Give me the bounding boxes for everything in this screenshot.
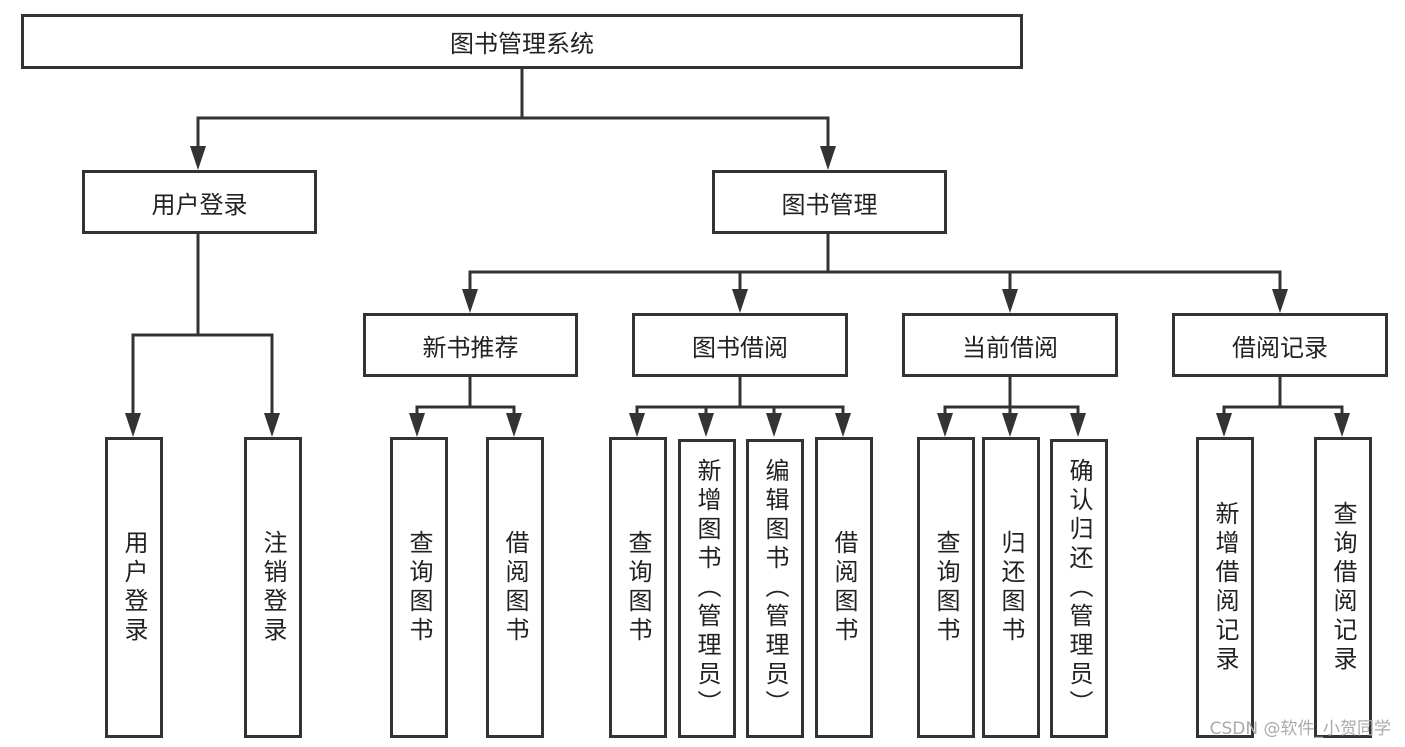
leaf-label: 借阅图书: [501, 529, 529, 646]
leaf-node: 借阅图书: [815, 437, 873, 738]
leaf-label: 查询图书: [932, 529, 960, 646]
node-new-book-recommend: 新书推荐: [363, 313, 578, 377]
leaf-node: 查询图书: [609, 437, 667, 738]
leaf-node: 归还图书: [982, 437, 1040, 738]
arrowhead-icon: [732, 289, 748, 313]
arrowhead-icon: [190, 146, 206, 170]
node-borrow-records: 借阅记录: [1172, 313, 1388, 377]
leaf-label: 查询图书: [624, 529, 652, 646]
arrowhead-icon: [698, 413, 714, 437]
leaf-node: 查询图书: [917, 437, 975, 738]
arrowhead-icon: [937, 413, 953, 437]
leaf-label: 新增图书（管理员）: [693, 458, 721, 719]
root-label: 图书管理系统: [450, 30, 594, 58]
arrowhead-icon: [409, 413, 425, 437]
leaf-node: 新增借阅记录: [1196, 437, 1254, 738]
arrowhead-icon: [629, 413, 645, 437]
node-label: 新书推荐: [422, 333, 519, 362]
leaf-label: 查询借阅记录: [1329, 500, 1357, 675]
arrowhead-icon: [264, 413, 280, 437]
node-book-management: 图书管理: [712, 170, 947, 234]
node-current-borrow: 当前借阅: [902, 313, 1118, 377]
leaf-label: 编辑图书（管理员）: [761, 458, 789, 719]
node-label: 借阅记录: [1232, 333, 1328, 362]
leaf-label: 新增借阅记录: [1211, 500, 1239, 675]
node-label: 当前借阅: [962, 333, 1058, 362]
node-label: 用户登录: [151, 190, 248, 219]
leaf-label: 查询图书: [405, 529, 433, 646]
node-user-login: 用户登录: [82, 170, 317, 234]
arrowhead-icon: [1070, 413, 1086, 437]
arrowhead-icon: [835, 413, 851, 437]
arrowhead-icon: [1002, 413, 1018, 437]
node-label: 图书借阅: [692, 333, 788, 362]
leaf-node: 编辑图书（管理员）: [746, 439, 804, 738]
arrowhead-icon: [766, 413, 782, 437]
arrowhead-icon: [1216, 413, 1232, 437]
root-node: 图书管理系统: [21, 14, 1023, 69]
leaf-label: 归还图书: [997, 529, 1025, 646]
leaf-node: 用户登录: [105, 437, 163, 738]
arrowhead-icon: [1002, 289, 1018, 313]
arrowhead-icon: [125, 413, 141, 437]
arrowhead-icon: [820, 146, 836, 170]
arrowhead-icon: [1334, 413, 1350, 437]
leaf-node: 确认归还（管理员）: [1050, 439, 1108, 738]
node-book-borrow: 图书借阅: [632, 313, 848, 377]
arrowhead-icon: [462, 289, 478, 313]
leaf-label: 注销登录: [259, 529, 287, 646]
leaf-node: 新增图书（管理员）: [678, 439, 736, 738]
watermark: CSDN @软件_小贺同学: [1209, 719, 1391, 739]
node-label: 图书管理: [781, 190, 878, 219]
arrowhead-icon: [1272, 289, 1288, 313]
leaf-node: 查询借阅记录: [1314, 437, 1372, 738]
leaf-node: 查询图书: [390, 437, 448, 738]
arrowhead-icon: [506, 413, 522, 437]
leaf-node: 注销登录: [244, 437, 302, 738]
leaf-node: 借阅图书: [486, 437, 544, 738]
leaf-label: 用户登录: [120, 529, 148, 646]
leaf-label: 借阅图书: [830, 529, 858, 646]
leaf-label: 确认归还（管理员）: [1065, 458, 1093, 719]
